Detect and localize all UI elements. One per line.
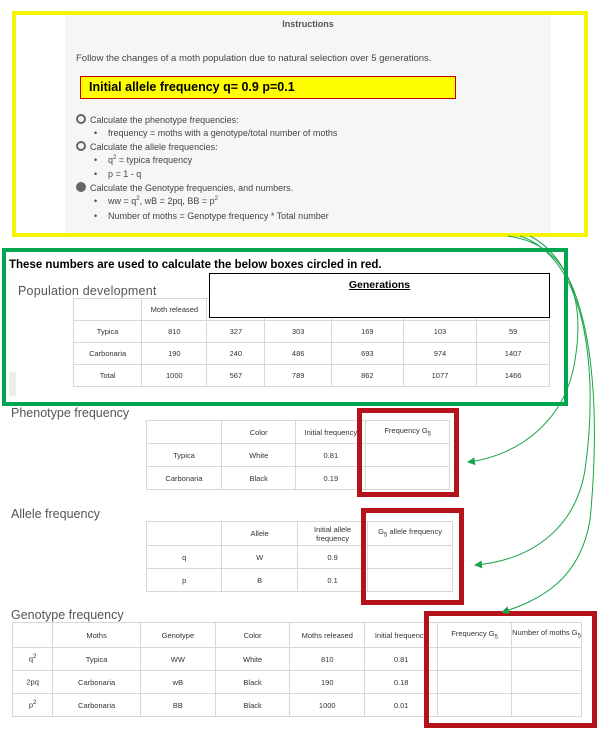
- generations-header-label: Generations: [348, 279, 411, 291]
- bullet-icon: •: [94, 196, 98, 206]
- allele-table: Allele Initial allele frequency G5 allel…: [145, 521, 453, 592]
- table-row: q2 Typica WW White 810 0.81: [11, 647, 582, 671]
- allele-header-g5: G5 allele frequency: [367, 521, 453, 546]
- generations-header-box: [209, 273, 550, 318]
- genotype-header-genotype: Genotype: [139, 622, 216, 648]
- genotype-number-answer-cell[interactable]: [511, 693, 582, 717]
- table-row: Typica White 0.81: [146, 443, 450, 467]
- table-row: Carbonaria 190 240 486 693 974 1407: [72, 342, 550, 365]
- bullet-icon: •: [94, 211, 98, 221]
- step-circle-icon: [76, 141, 86, 151]
- population-highlight-border: [2, 248, 568, 406]
- population-note: These numbers are used to calculate the …: [9, 259, 382, 271]
- decorative-strip: [9, 372, 16, 396]
- initial-allele-frequency-callout: Initial allele frequency q= 0.9 p=0.1: [80, 76, 456, 99]
- genotype-table: Moths Genotype Color Moths released Init…: [11, 622, 582, 717]
- table-row: q W 0.9: [145, 545, 453, 569]
- instructions-panel: [65, 14, 551, 233]
- arrow-to-allele: [474, 235, 591, 569]
- table-row: p B 0.1: [145, 568, 453, 592]
- arrow-to-genotype: [501, 235, 595, 614]
- step-circle-icon: [76, 182, 86, 192]
- genotype-header-released: Moths released: [289, 622, 366, 648]
- instructions-title: Instructions: [282, 19, 334, 29]
- genotype-header-number-g5: Number of moths G5: [511, 622, 582, 648]
- bullet-icon: •: [94, 128, 98, 138]
- bullet-icon: •: [94, 169, 98, 179]
- bullet-icon: •: [94, 155, 98, 165]
- genotype-answer-highlight: [424, 611, 597, 728]
- phenotype-title: Phenotype frequency: [11, 406, 130, 420]
- allele-answer-highlight: [361, 508, 464, 605]
- step-phenotype-bullet: •frequency = moths with a genotype/total…: [94, 128, 338, 138]
- step-genotype: Calculate the Genotype frequencies, and …: [76, 182, 293, 193]
- genotype-header-color: Color: [214, 622, 291, 648]
- step-circle-icon: [76, 114, 86, 124]
- allele-answer-cell[interactable]: [367, 568, 453, 592]
- table-row: Carbonaria Black 0.19: [146, 466, 450, 490]
- row-label: Total: [72, 364, 143, 387]
- instructions-highlight-border: [12, 11, 588, 237]
- step-phenotype: Calculate the phenotype frequencies:: [76, 114, 239, 125]
- genotype-frequency-answer-cell[interactable]: [437, 693, 513, 717]
- step-genotype-bullet-ww: •ww = q2, wB = 2pq, BB = p2: [94, 196, 218, 206]
- population-title: Population development: [18, 284, 157, 298]
- step-allele-bullet-q: •q2 = typica frequency: [94, 155, 193, 165]
- arrow-to-phenotype: [467, 235, 579, 466]
- step-allele-bullet-p: •p = 1 - q: [94, 169, 142, 179]
- genotype-title: Genotype frequency: [11, 608, 124, 622]
- phenotype-table: Color Initial frequency Frequency G5 Typ…: [146, 420, 450, 490]
- table-row: Total 1000 567 789 862 1077 1466: [72, 364, 550, 387]
- genotype-frequency-answer-cell[interactable]: [437, 670, 513, 694]
- instructions-lead: Follow the changes of a moth population …: [76, 53, 432, 64]
- allele-title: Allele frequency: [11, 507, 100, 521]
- step-genotype-bullet-number: •Number of moths = Genotype frequency * …: [94, 211, 329, 221]
- step-allele: Calculate the allele frequencies:: [76, 141, 218, 152]
- phenotype-answer-highlight: [357, 408, 459, 497]
- phenotype-answer-cell[interactable]: [365, 466, 450, 490]
